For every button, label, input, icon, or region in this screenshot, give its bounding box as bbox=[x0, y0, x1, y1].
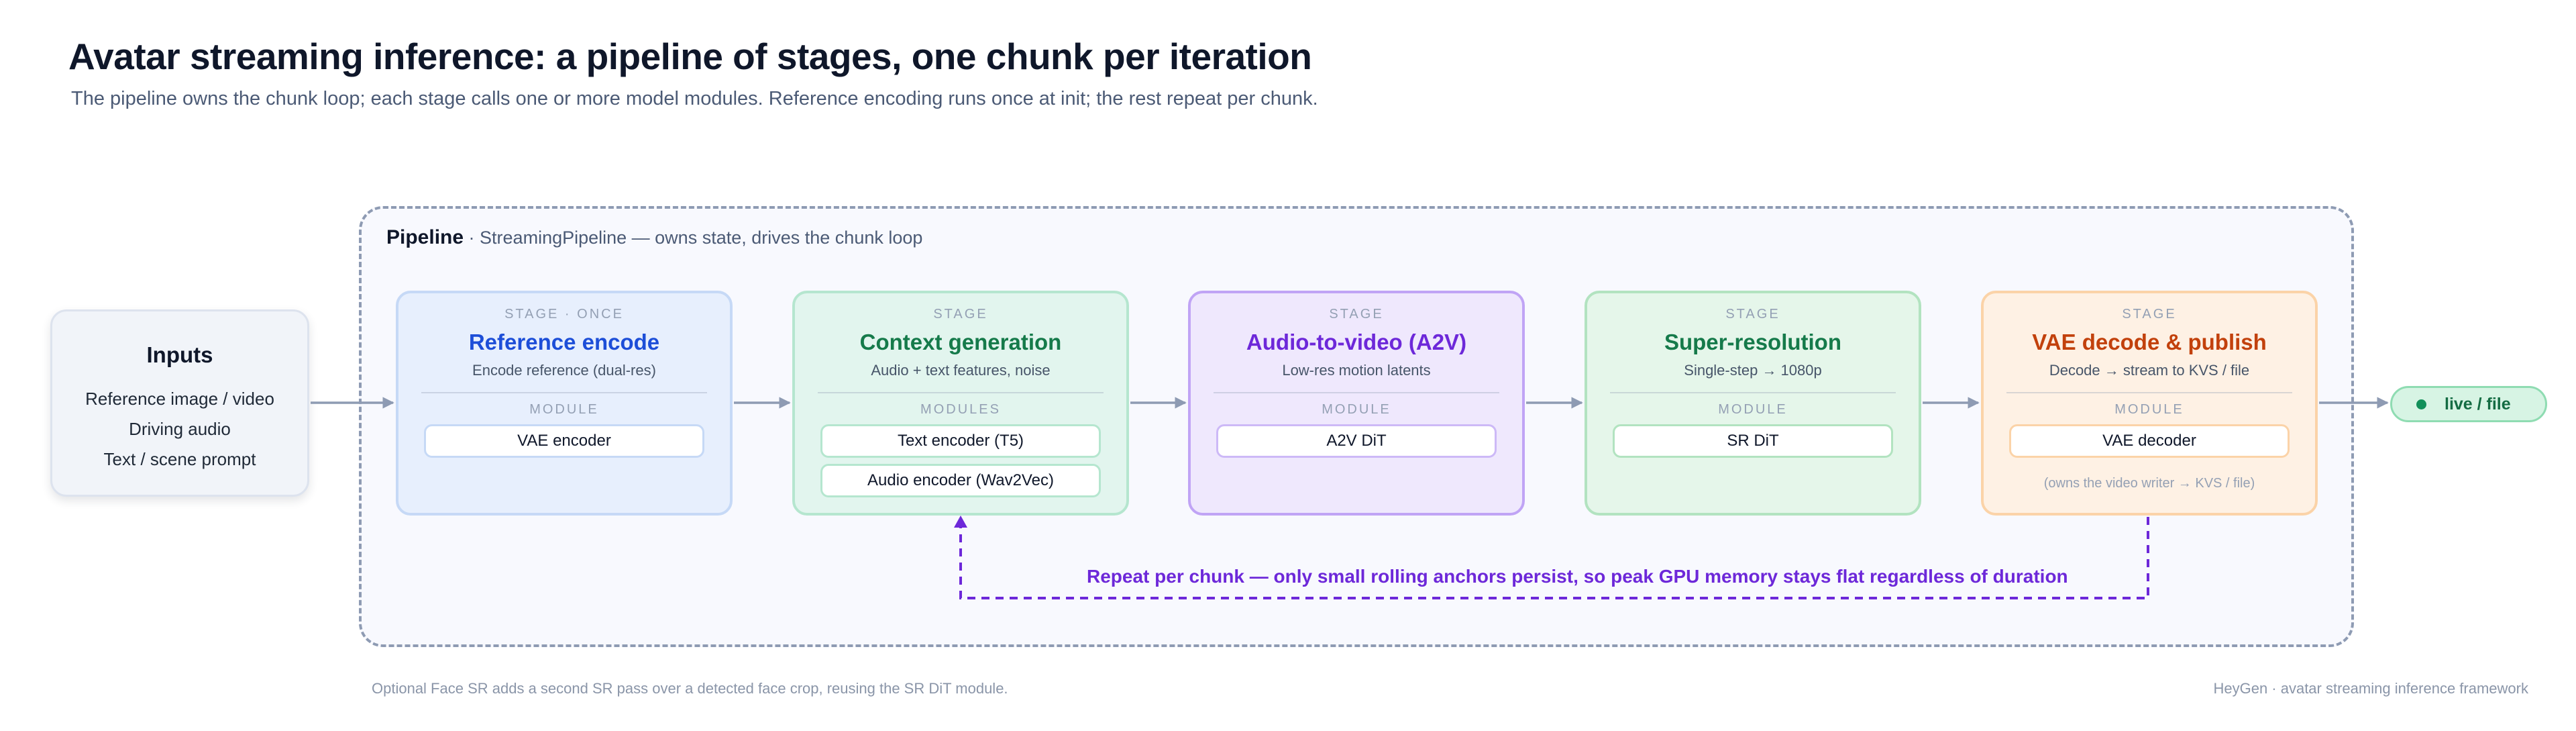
module-audio-encoder: Audio encoder (Wav2Vec) bbox=[820, 464, 1101, 497]
stage-title: Super-resolution bbox=[1664, 330, 1842, 354]
page-subtitle: The pipeline owns the chunk loop; each s… bbox=[71, 88, 1318, 109]
stage-title: VAE decode & publish bbox=[2032, 330, 2267, 354]
stage-divider bbox=[1610, 392, 1896, 393]
stage-kicker: STAGE · ONCE bbox=[504, 307, 624, 322]
module-sr-dit: SR DiT bbox=[1613, 424, 1893, 458]
loop-back-arrowhead-icon bbox=[954, 516, 967, 528]
output-label: live / file bbox=[2445, 395, 2511, 413]
stage-description: Decode → stream to KVS / file bbox=[2049, 362, 2250, 379]
stage-kicker: STAGE bbox=[1725, 307, 1780, 322]
loop-label: Repeat per chunk — only small rolling an… bbox=[1087, 566, 2068, 587]
stage-title: Audio-to-video (A2V) bbox=[1246, 330, 1467, 354]
input-item-reference: Reference image / video bbox=[85, 389, 274, 409]
input-item-audio: Driving audio bbox=[129, 419, 231, 439]
stage-title: Reference encode bbox=[468, 330, 660, 354]
footer-note: Optional Face SR adds a second SR pass o… bbox=[372, 680, 1008, 697]
module-label: MODULE bbox=[1718, 402, 1788, 417]
footer-credit: HeyGen · avatar streaming inference fram… bbox=[2213, 680, 2528, 697]
stage-title: Context generation bbox=[859, 330, 1062, 354]
stage-divider bbox=[1214, 392, 1499, 393]
module-a2v-dit: A2V DiT bbox=[1216, 424, 1497, 458]
stage-divider bbox=[421, 392, 707, 393]
stage-note: (owns the video writer → KVS / file) bbox=[2043, 476, 2255, 491]
stage-description: Single-step → 1080p bbox=[1684, 362, 1822, 379]
module-label: MODULES bbox=[920, 402, 1001, 417]
stage-description: Audio + text features, noise bbox=[871, 362, 1051, 379]
inputs-box: Inputs Reference image / video Driving a… bbox=[50, 309, 309, 497]
pipeline-name: Pipeline bbox=[386, 226, 464, 248]
stage-divider bbox=[818, 392, 1104, 393]
stage-context-generation: STAGE Context generation Audio + text fe… bbox=[792, 291, 1129, 516]
inputs-title: Inputs bbox=[146, 342, 213, 367]
stage-kicker: STAGE bbox=[933, 307, 988, 322]
module-label: MODULE bbox=[529, 402, 599, 417]
stage-super-resolution: STAGE Super-resolution Single-step → 108… bbox=[1585, 291, 1921, 516]
pipeline-label: Pipeline · StreamingPipeline — owns stat… bbox=[386, 226, 922, 249]
module-vae-decoder: VAE decoder bbox=[2009, 424, 2290, 458]
module-label: MODULE bbox=[1322, 402, 1391, 417]
stage-description: Low-res motion latents bbox=[1282, 362, 1431, 379]
pipeline-description: · StreamingPipeline — owns state, drives… bbox=[464, 228, 923, 248]
stage-divider bbox=[2006, 392, 2292, 393]
module-vae-encoder: VAE encoder bbox=[424, 424, 704, 458]
page-title: Avatar streaming inference: a pipeline o… bbox=[68, 36, 1312, 77]
module-text-encoder: Text encoder (T5) bbox=[820, 424, 1101, 458]
module-label: MODULE bbox=[2114, 402, 2184, 417]
stage-reference-encode: STAGE · ONCE Reference encode Encode ref… bbox=[396, 291, 733, 516]
input-item-prompt: Text / scene prompt bbox=[103, 449, 256, 469]
output-live-file-pill: live / file bbox=[2390, 386, 2547, 422]
stage-kicker: STAGE bbox=[1329, 307, 1384, 322]
live-status-dot-icon bbox=[2416, 399, 2426, 409]
stage-kicker: STAGE bbox=[2122, 307, 2177, 322]
stage-description: Encode reference (dual-res) bbox=[472, 362, 656, 379]
stage-vae-decode-publish: STAGE VAE decode & publish Decode → stre… bbox=[1981, 291, 2318, 516]
stage-audio-to-video: STAGE Audio-to-video (A2V) Low-res motio… bbox=[1188, 291, 1525, 516]
